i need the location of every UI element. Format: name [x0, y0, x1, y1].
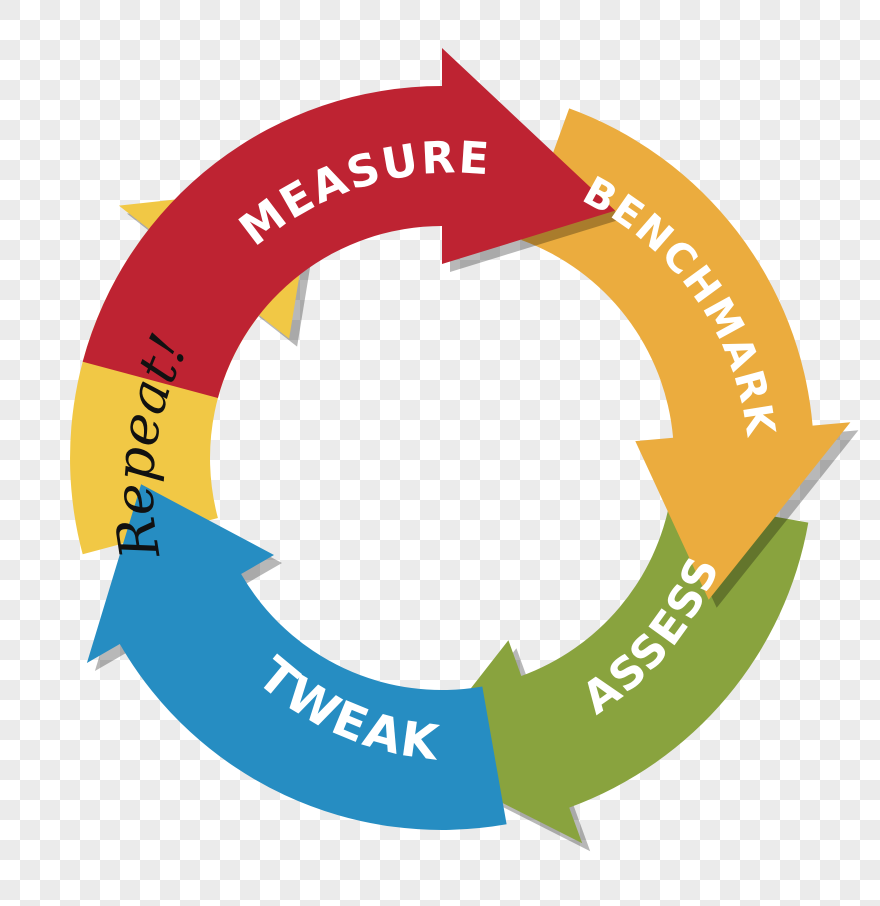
arrow-measure — [82, 48, 616, 398]
arrow-benchmark — [521, 108, 851, 600]
arrow-segments — [70, 48, 859, 852]
arrow-tweak — [86, 484, 507, 830]
